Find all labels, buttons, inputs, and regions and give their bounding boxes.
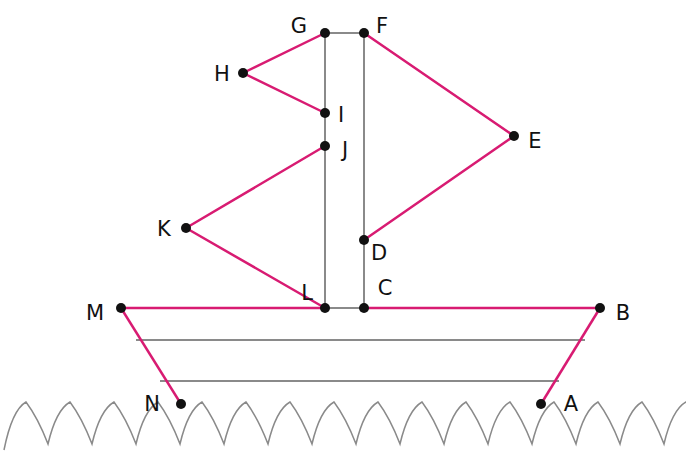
point-label: G [291, 16, 307, 37]
point-label: K [157, 219, 171, 240]
point-label: C [378, 278, 393, 299]
point-label: A [564, 394, 578, 415]
point-label: H [214, 64, 230, 85]
point-label: E [528, 131, 541, 152]
point-label: J [342, 140, 348, 161]
point-label: D [371, 243, 387, 264]
point-label: B [616, 303, 630, 324]
point-label: I [338, 105, 344, 126]
point-label: L [301, 283, 313, 304]
point-label: N [144, 394, 160, 415]
point-label: F [376, 16, 388, 37]
point-label: M [86, 303, 104, 324]
